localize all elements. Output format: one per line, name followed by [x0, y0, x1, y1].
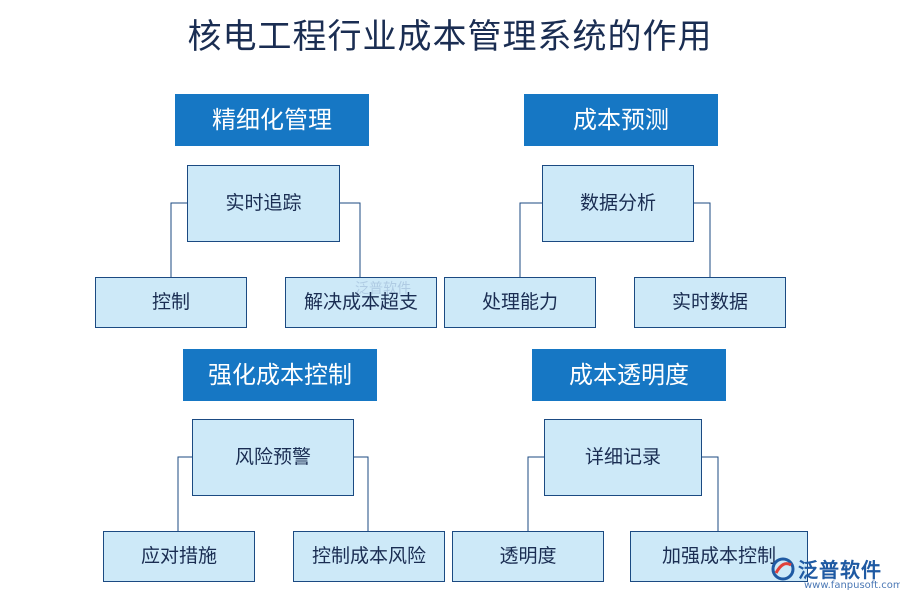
child-box: 应对措施	[103, 531, 255, 582]
parent-box: 风险预警	[192, 419, 354, 496]
section-header: 成本预测	[524, 94, 718, 146]
child-box: 处理能力	[444, 277, 596, 328]
child-box: 控制	[95, 277, 247, 328]
logo-text: 泛普软件	[798, 558, 882, 582]
section-header: 成本透明度	[532, 349, 726, 401]
page-title: 核电工程行业成本管理系统的作用	[187, 17, 713, 57]
logo-icon	[771, 557, 795, 581]
parent-box: 实时追踪	[187, 165, 340, 242]
section-header: 精细化管理	[175, 94, 369, 146]
child-box: 加强成本控制	[630, 531, 808, 582]
connector-line	[170, 202, 187, 277]
connector-line	[340, 202, 361, 277]
child-box: 解决成本超支	[285, 277, 437, 328]
parent-box: 详细记录	[544, 419, 702, 496]
parent-box: 数据分析	[542, 165, 694, 242]
connector-line	[177, 456, 192, 531]
connector-line	[519, 202, 542, 277]
section-header: 强化成本控制	[183, 349, 377, 401]
logo-url: www.fanpusoft.com	[804, 580, 900, 591]
child-box: 透明度	[452, 531, 604, 582]
connector-line	[694, 202, 711, 277]
connector-line	[702, 456, 719, 531]
watermark-logo: 泛普软件 www.fanpusoft.com	[770, 552, 900, 600]
child-box: 控制成本风险	[293, 531, 445, 582]
connector-line	[354, 456, 369, 531]
child-box: 实时数据	[634, 277, 786, 328]
connector-line	[527, 456, 544, 531]
watermark-center: 泛普软件	[355, 281, 411, 297]
